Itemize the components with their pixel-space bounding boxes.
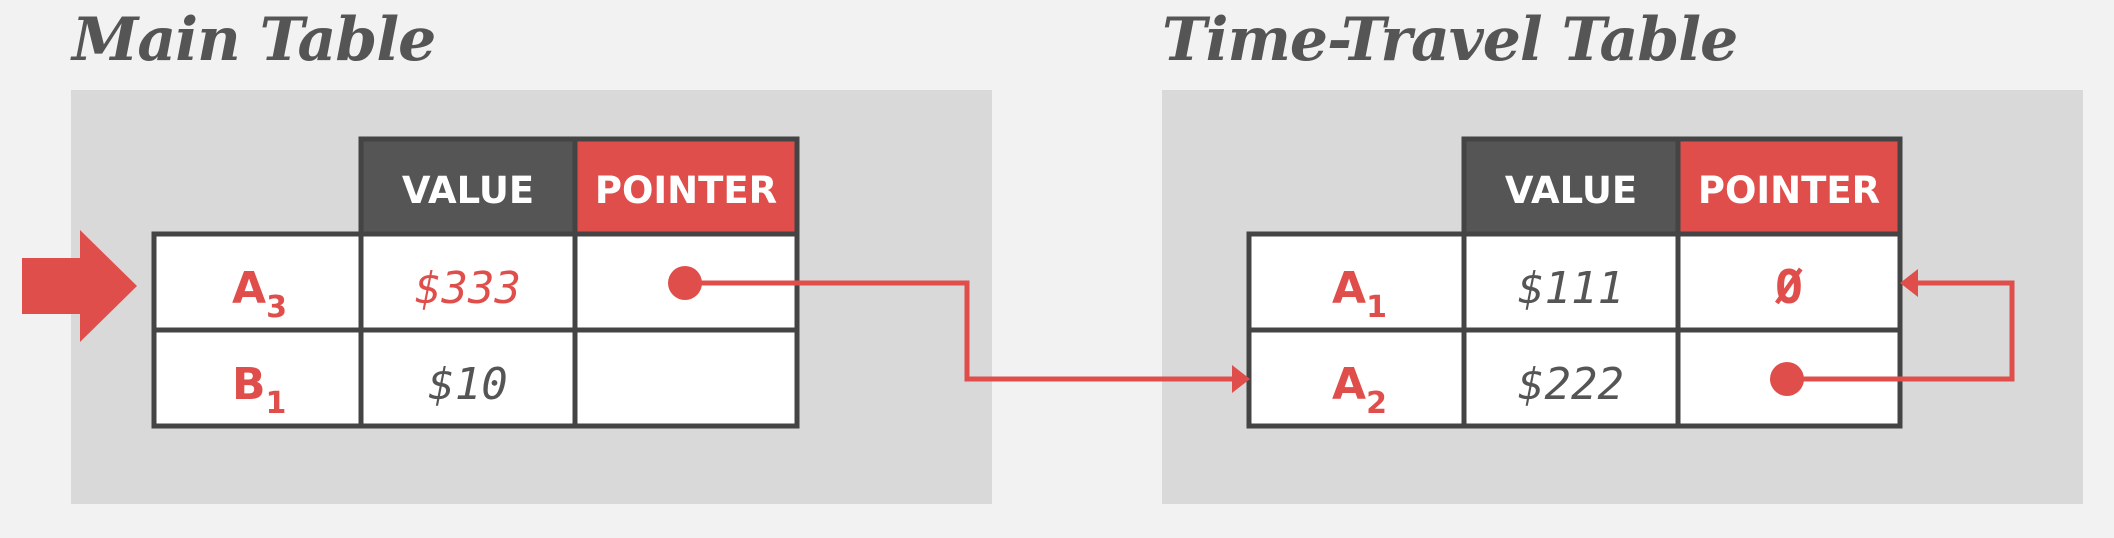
table-row-value: $222 bbox=[1518, 359, 1624, 410]
main-value-header-cell bbox=[361, 139, 575, 234]
main-value-header: VALUE bbox=[402, 169, 534, 212]
tt-pointer-header: POINTER bbox=[1698, 169, 1880, 212]
block-arrow-icon bbox=[22, 230, 137, 342]
table-row-key: A2 bbox=[1332, 359, 1387, 421]
main-pointer-header-cell bbox=[575, 139, 797, 234]
arrowhead-icon bbox=[1900, 269, 1918, 297]
pointer-link-a2-to-a1 bbox=[1787, 269, 2015, 382]
time-travel-table-title: Time-Travel Table bbox=[1162, 5, 1738, 75]
pointer-link-main-to-a2 bbox=[685, 280, 1250, 393]
tt-value-header-cell bbox=[1464, 139, 1678, 234]
arrowhead-icon bbox=[1232, 365, 1250, 393]
tt-value-header: VALUE bbox=[1505, 169, 1637, 212]
tt-table-grid bbox=[1246, 136, 1903, 429]
tt-pointer-header-cell bbox=[1678, 139, 1900, 234]
main-table-grid bbox=[151, 136, 800, 429]
table-row-value: $10 bbox=[428, 359, 507, 410]
main-pointer-header: POINTER bbox=[595, 169, 777, 212]
table-row-value: $111 bbox=[1518, 263, 1624, 314]
null-pointer-symbol: Ø bbox=[1774, 260, 1803, 314]
table-row-key: B1 bbox=[232, 359, 286, 421]
table-row-value: $333 bbox=[415, 263, 521, 314]
time-travel-table: VALUE POINTER A1 $111 Ø A2 $222 bbox=[1246, 136, 1903, 429]
main-table: VALUE POINTER A3 $333 B1 $10 bbox=[151, 136, 800, 429]
main-table-title: Main Table bbox=[72, 5, 436, 75]
table-row-key: A3 bbox=[232, 263, 287, 325]
table-row-key: A1 bbox=[1332, 263, 1387, 325]
